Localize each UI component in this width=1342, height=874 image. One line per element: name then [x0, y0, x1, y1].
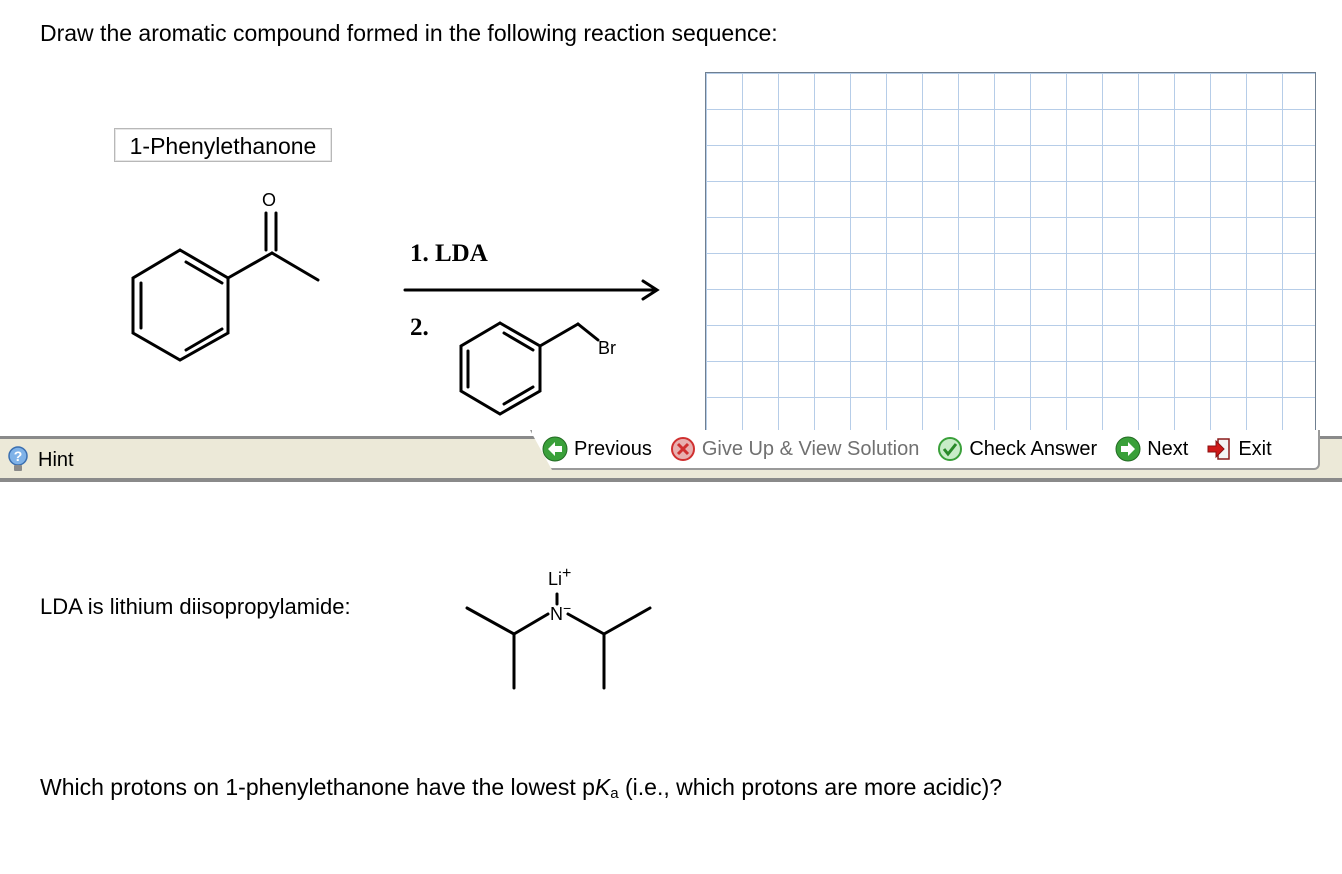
- oxygen-atom-label: O: [262, 190, 277, 210]
- lightbulb-icon: ?: [8, 446, 28, 471]
- previous-label: Previous: [574, 437, 652, 460]
- previous-button[interactable]: Previous: [542, 436, 652, 462]
- exit-button[interactable]: Exit: [1206, 436, 1272, 462]
- exit-label: Exit: [1238, 437, 1272, 460]
- exit-icon: [1207, 438, 1231, 460]
- drawing-canvas[interactable]: [705, 72, 1316, 432]
- reagent-step-1: 1. LDA: [410, 240, 488, 267]
- cancel-icon: [670, 437, 695, 461]
- next-button[interactable]: Next: [1115, 436, 1188, 462]
- lithium-atom-label: Li+: [548, 565, 572, 589]
- hint-toggle[interactable]: ? Hint: [6, 446, 74, 474]
- give-up-button[interactable]: Give Up & View Solution: [670, 436, 920, 462]
- arrow-left-icon: [542, 436, 568, 462]
- acidity-question: Which protons on 1-phenylethanone have t…: [40, 774, 1003, 802]
- acetophenone-structure: [131, 211, 320, 362]
- next-label: Next: [1147, 437, 1189, 460]
- give-up-label: Give Up & View Solution: [701, 437, 920, 460]
- check-answer-button[interactable]: Check Answer: [937, 436, 1097, 462]
- checkmark-icon: [938, 437, 963, 461]
- reagent-step-2: 2.: [410, 314, 429, 341]
- question-title: Draw the aromatic compound formed in the…: [40, 20, 778, 46]
- check-answer-label: Check Answer: [969, 437, 1098, 460]
- reactant-label: 1-Phenylethanone: [114, 128, 332, 162]
- navigation-toolbar: Previous Give Up & View Solution Check A…: [530, 430, 1320, 470]
- bromine-atom-label: Br: [598, 338, 616, 358]
- benzyl-bromide-structure: [459, 321, 600, 416]
- lda-structure: [465, 592, 652, 690]
- nitrogen-atom-label: N−: [550, 600, 572, 624]
- svg-text:?: ?: [14, 448, 23, 464]
- arrow-right-icon: [1115, 436, 1141, 462]
- lda-description: LDA is lithium diisopropylamide:: [40, 594, 351, 619]
- hint-label: Hint: [38, 448, 74, 471]
- reaction-arrow: [403, 279, 660, 301]
